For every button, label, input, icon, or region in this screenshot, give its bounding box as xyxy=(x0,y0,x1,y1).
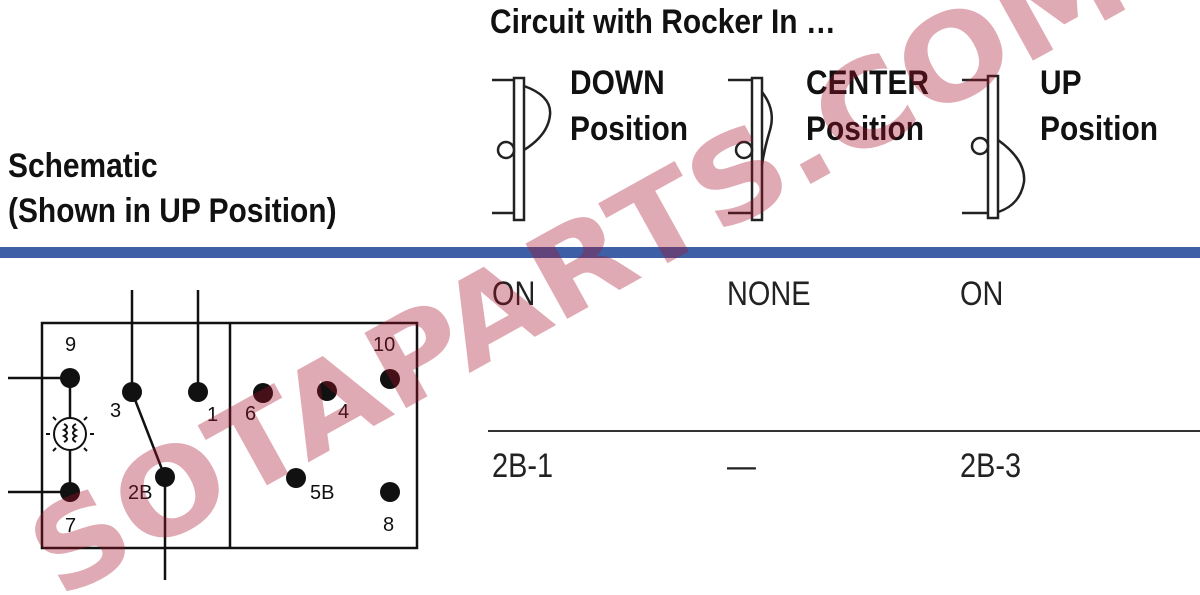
row2-up-cell: 2B-3 xyxy=(960,447,1022,485)
terminal-label-2b: 2B xyxy=(128,482,153,504)
row1-up-cell: ON xyxy=(960,275,1004,313)
terminal-label-4: 4 xyxy=(338,401,350,423)
schematic-subtitle: (Shown in UP Position) xyxy=(8,192,337,230)
center-heading: CENTER xyxy=(806,64,930,102)
rocker-center-icon xyxy=(728,76,773,222)
terminal-label-9: 9 xyxy=(65,334,77,356)
terminal-label-6: 6 xyxy=(245,403,257,425)
terminal-2b-dot xyxy=(155,467,175,487)
terminal-1-dot xyxy=(188,382,208,402)
header-divider xyxy=(0,247,1200,258)
terminal-10-dot xyxy=(380,369,400,389)
terminal-5b-dot xyxy=(286,468,306,488)
rocker-up-icon xyxy=(962,74,1026,220)
row2-down-cell: 2B-1 xyxy=(492,447,554,485)
terminal-label-5b: 5B xyxy=(310,482,335,504)
terminal-label-7: 7 xyxy=(65,515,77,537)
terminal-8-dot xyxy=(380,482,400,502)
circuit-title: Circuit with Rocker In … xyxy=(490,3,836,41)
terminal-9-dot xyxy=(60,368,80,388)
terminal-3-dot xyxy=(122,382,142,402)
schematic-title: Schematic xyxy=(8,147,158,185)
row2-center-cell: — xyxy=(727,447,756,485)
terminal-label-3: 3 xyxy=(110,400,122,422)
terminal-4-dot xyxy=(317,381,337,401)
rocker-down-icon xyxy=(492,76,552,222)
up-heading-position: Position xyxy=(1040,110,1159,148)
terminal-label-1: 1 xyxy=(207,404,219,426)
row1-center-cell: NONE xyxy=(727,275,811,313)
terminal-6-dot xyxy=(253,383,273,403)
blade xyxy=(130,391,167,478)
center-heading-position: Position xyxy=(806,110,925,148)
up-heading: UP xyxy=(1040,64,1082,102)
down-heading-position: Position xyxy=(570,110,689,148)
terminal-label-10: 10 xyxy=(373,334,396,356)
terminal-7-dot xyxy=(60,482,80,502)
lamp-icon xyxy=(46,410,94,458)
terminal-label-8: 8 xyxy=(383,514,395,536)
down-heading: DOWN xyxy=(570,64,665,102)
row1-down-cell: ON xyxy=(492,275,536,313)
row-divider xyxy=(488,430,1200,432)
